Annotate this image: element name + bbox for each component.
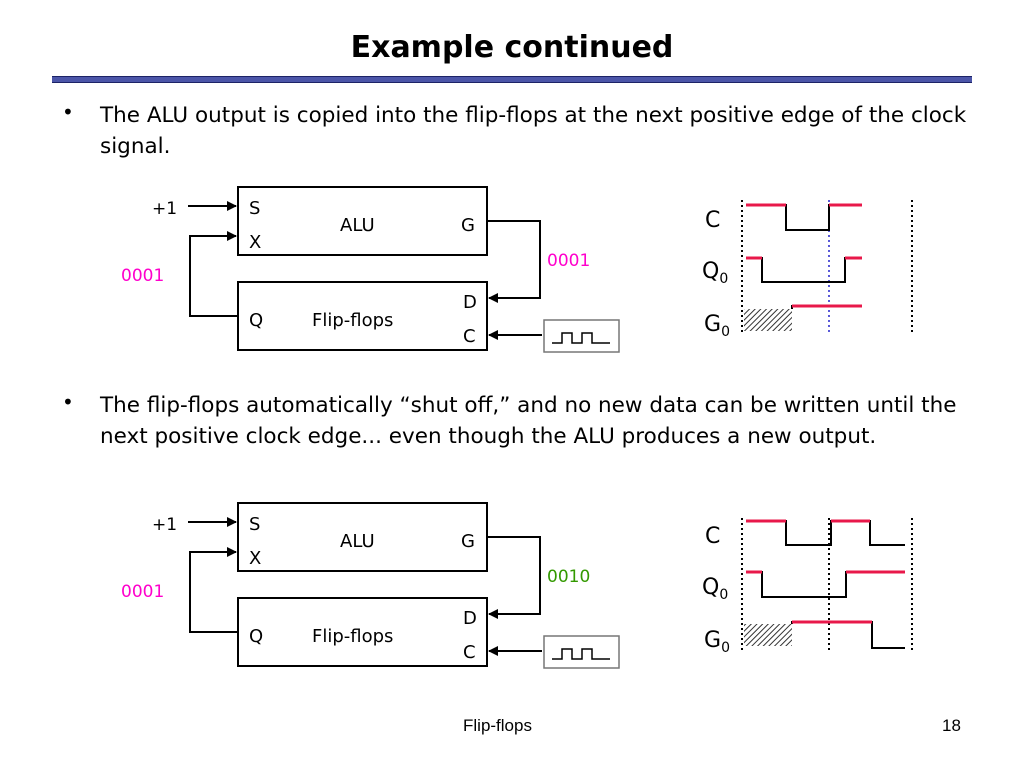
timing-label-q0: Q0 [702, 575, 728, 603]
timing-label-c: C [705, 208, 720, 233]
footer-title: Flip-flops [463, 716, 532, 735]
bullet-text-2: The flip-flops automatically “shut off,”… [100, 393, 957, 449]
page-number: 18 [942, 716, 961, 735]
alu-output-value: 0001 [547, 251, 590, 271]
alu-g-label: G [461, 531, 475, 552]
feedback-value: 0001 [121, 582, 164, 602]
g0-undefined-region [744, 624, 792, 646]
clock-source [543, 319, 620, 353]
circuit-diagram-1: +1 S X ALU G Q Flip-flops D C 0001 0001 [121, 186, 620, 353]
timing-diagram-1: C Q0 G0 [702, 200, 913, 340]
alu-output-wire [487, 536, 541, 619]
alu-x-label: X [249, 548, 261, 569]
flip-flops-block [237, 597, 488, 667]
alu-g-label: G [461, 215, 475, 236]
bullet-marker-2: • [62, 390, 74, 414]
timing-label-g0: G0 [704, 628, 730, 656]
timing-diagram-2: C Q0 G0 [702, 518, 913, 656]
ff-q-label: Q [249, 310, 263, 331]
clock-icon [552, 332, 610, 344]
ff-c-label: C [463, 642, 476, 663]
title-divider [52, 76, 972, 83]
clock-icon [552, 648, 610, 660]
bullet-text-1: The ALU output is copied into the flip-f… [100, 103, 967, 159]
feedback-value: 0001 [121, 266, 164, 286]
feedback-wire [189, 231, 238, 317]
alu-block [237, 502, 488, 572]
ff-name-label: Flip-flops [312, 626, 393, 647]
bullet-marker-1: • [62, 100, 74, 124]
alu-name-label: ALU [340, 215, 375, 236]
timing-label-g0: G0 [704, 312, 730, 340]
alu-name-label: ALU [340, 531, 375, 552]
alu-s-label: S [249, 514, 260, 535]
ff-q-label: Q [249, 626, 263, 647]
timing-label-q0: Q0 [702, 259, 728, 287]
ff-name-label: Flip-flops [312, 310, 393, 331]
increment-input-label: +1 [152, 199, 177, 219]
feedback-wire [189, 547, 238, 633]
g0-waveform [791, 621, 905, 649]
ff-d-label: D [463, 608, 477, 629]
ff-c-label: C [463, 326, 476, 347]
slide-title: Example continued [350, 30, 674, 65]
alu-output-value: 0010 [547, 567, 590, 587]
circuit-diagram-2: +1 S X ALU G Q Flip-flops D C 0001 0010 [121, 502, 620, 669]
q0-waveform [746, 571, 905, 598]
alu-x-label: X [249, 232, 261, 253]
alu-s-label: S [249, 198, 260, 219]
q0-waveform [746, 257, 862, 283]
clock-waveform [746, 520, 905, 546]
timing-label-c: C [705, 524, 720, 549]
ff-d-label: D [463, 292, 477, 313]
clock-waveform [746, 204, 862, 231]
increment-input-label: +1 [152, 515, 177, 535]
alu-output-wire [487, 220, 541, 303]
g0-undefined-region [744, 309, 792, 331]
flip-flops-block [237, 281, 488, 351]
